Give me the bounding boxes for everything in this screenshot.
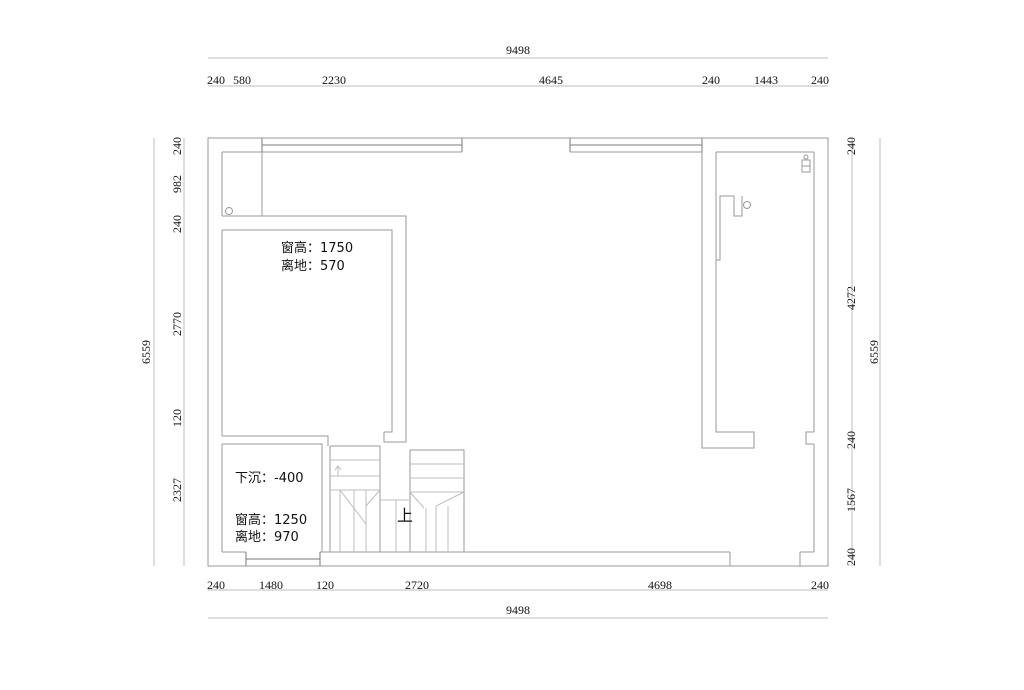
left-seg-3: 2770 [170, 312, 184, 336]
right-seg-0: 240 [844, 137, 858, 155]
fixture-circle-icon [743, 201, 751, 209]
right-structure [701, 152, 814, 566]
top-seg-6: 240 [811, 73, 829, 87]
top-seg-2: 2230 [322, 73, 346, 87]
left-seg-0: 240 [170, 137, 184, 155]
bottom-seg-1: 1480 [259, 578, 283, 592]
stair-up-label: 上 [397, 506, 413, 525]
floor-drain-icon [225, 207, 233, 215]
window-a-floor-note: 离地：570 [281, 258, 345, 274]
left-total-label: 6559 [139, 340, 153, 364]
right-seg-3: 1567 [844, 488, 858, 512]
bottom-segment-dimensions: 240 1480 120 2720 4698 240 [207, 578, 829, 592]
bottom-seg-4: 4698 [648, 578, 672, 592]
left-segment-dimensions: 240 982 240 2770 120 2327 [170, 137, 185, 566]
right-seg-2: 240 [844, 431, 858, 449]
top-segment-dimensions: 240 580 2230 4645 240 1443 240 [207, 73, 829, 87]
right-total-dimension: 6559 [867, 138, 881, 566]
window-b-height-note: 窗高：1250 [235, 512, 307, 528]
top-seg-1: 580 [233, 73, 251, 87]
fixture-dot-icon [803, 154, 809, 160]
left-seg-1: 982 [170, 175, 184, 193]
left-seg-5: 2327 [170, 478, 184, 502]
top-seg-5: 1443 [754, 73, 778, 87]
top-total-label: 9498 [506, 43, 530, 57]
window-b-floor-note: 离地：970 [235, 529, 299, 545]
top-total-dimension: 9498 [208, 43, 828, 59]
left-seg-2: 240 [170, 215, 184, 233]
right-segment-dimensions: 240 4272 240 1567 240 [844, 137, 858, 566]
bottom-seg-5: 240 [811, 578, 829, 592]
bottom-seg-3: 2720 [405, 578, 429, 592]
left-seg-4: 120 [170, 409, 184, 427]
left-room-walls [222, 152, 407, 552]
sunken-note: 下沉：-400 [235, 471, 304, 486]
bottom-total-dimension: 9498 [208, 603, 828, 619]
bottom-seg-0: 240 [207, 578, 225, 592]
bottom-seg-2: 120 [316, 578, 334, 592]
top-seg-0: 240 [207, 73, 225, 87]
bottom-total-label: 9498 [506, 603, 530, 617]
right-total-label: 6559 [867, 340, 881, 364]
top-seg-3: 4645 [539, 73, 563, 87]
window-a-height-note: 窗高：1750 [281, 240, 353, 256]
staircase: 上 [329, 445, 465, 552]
right-seg-1: 4272 [844, 286, 858, 310]
outer-walls [207, 137, 829, 567]
top-seg-4: 240 [702, 73, 720, 87]
right-seg-4: 240 [844, 548, 858, 566]
room-annotations: 窗高：1750 离地：570 下沉：-400 窗高：1250 离地：970 [235, 240, 353, 545]
left-total-dimension: 6559 [139, 138, 155, 566]
